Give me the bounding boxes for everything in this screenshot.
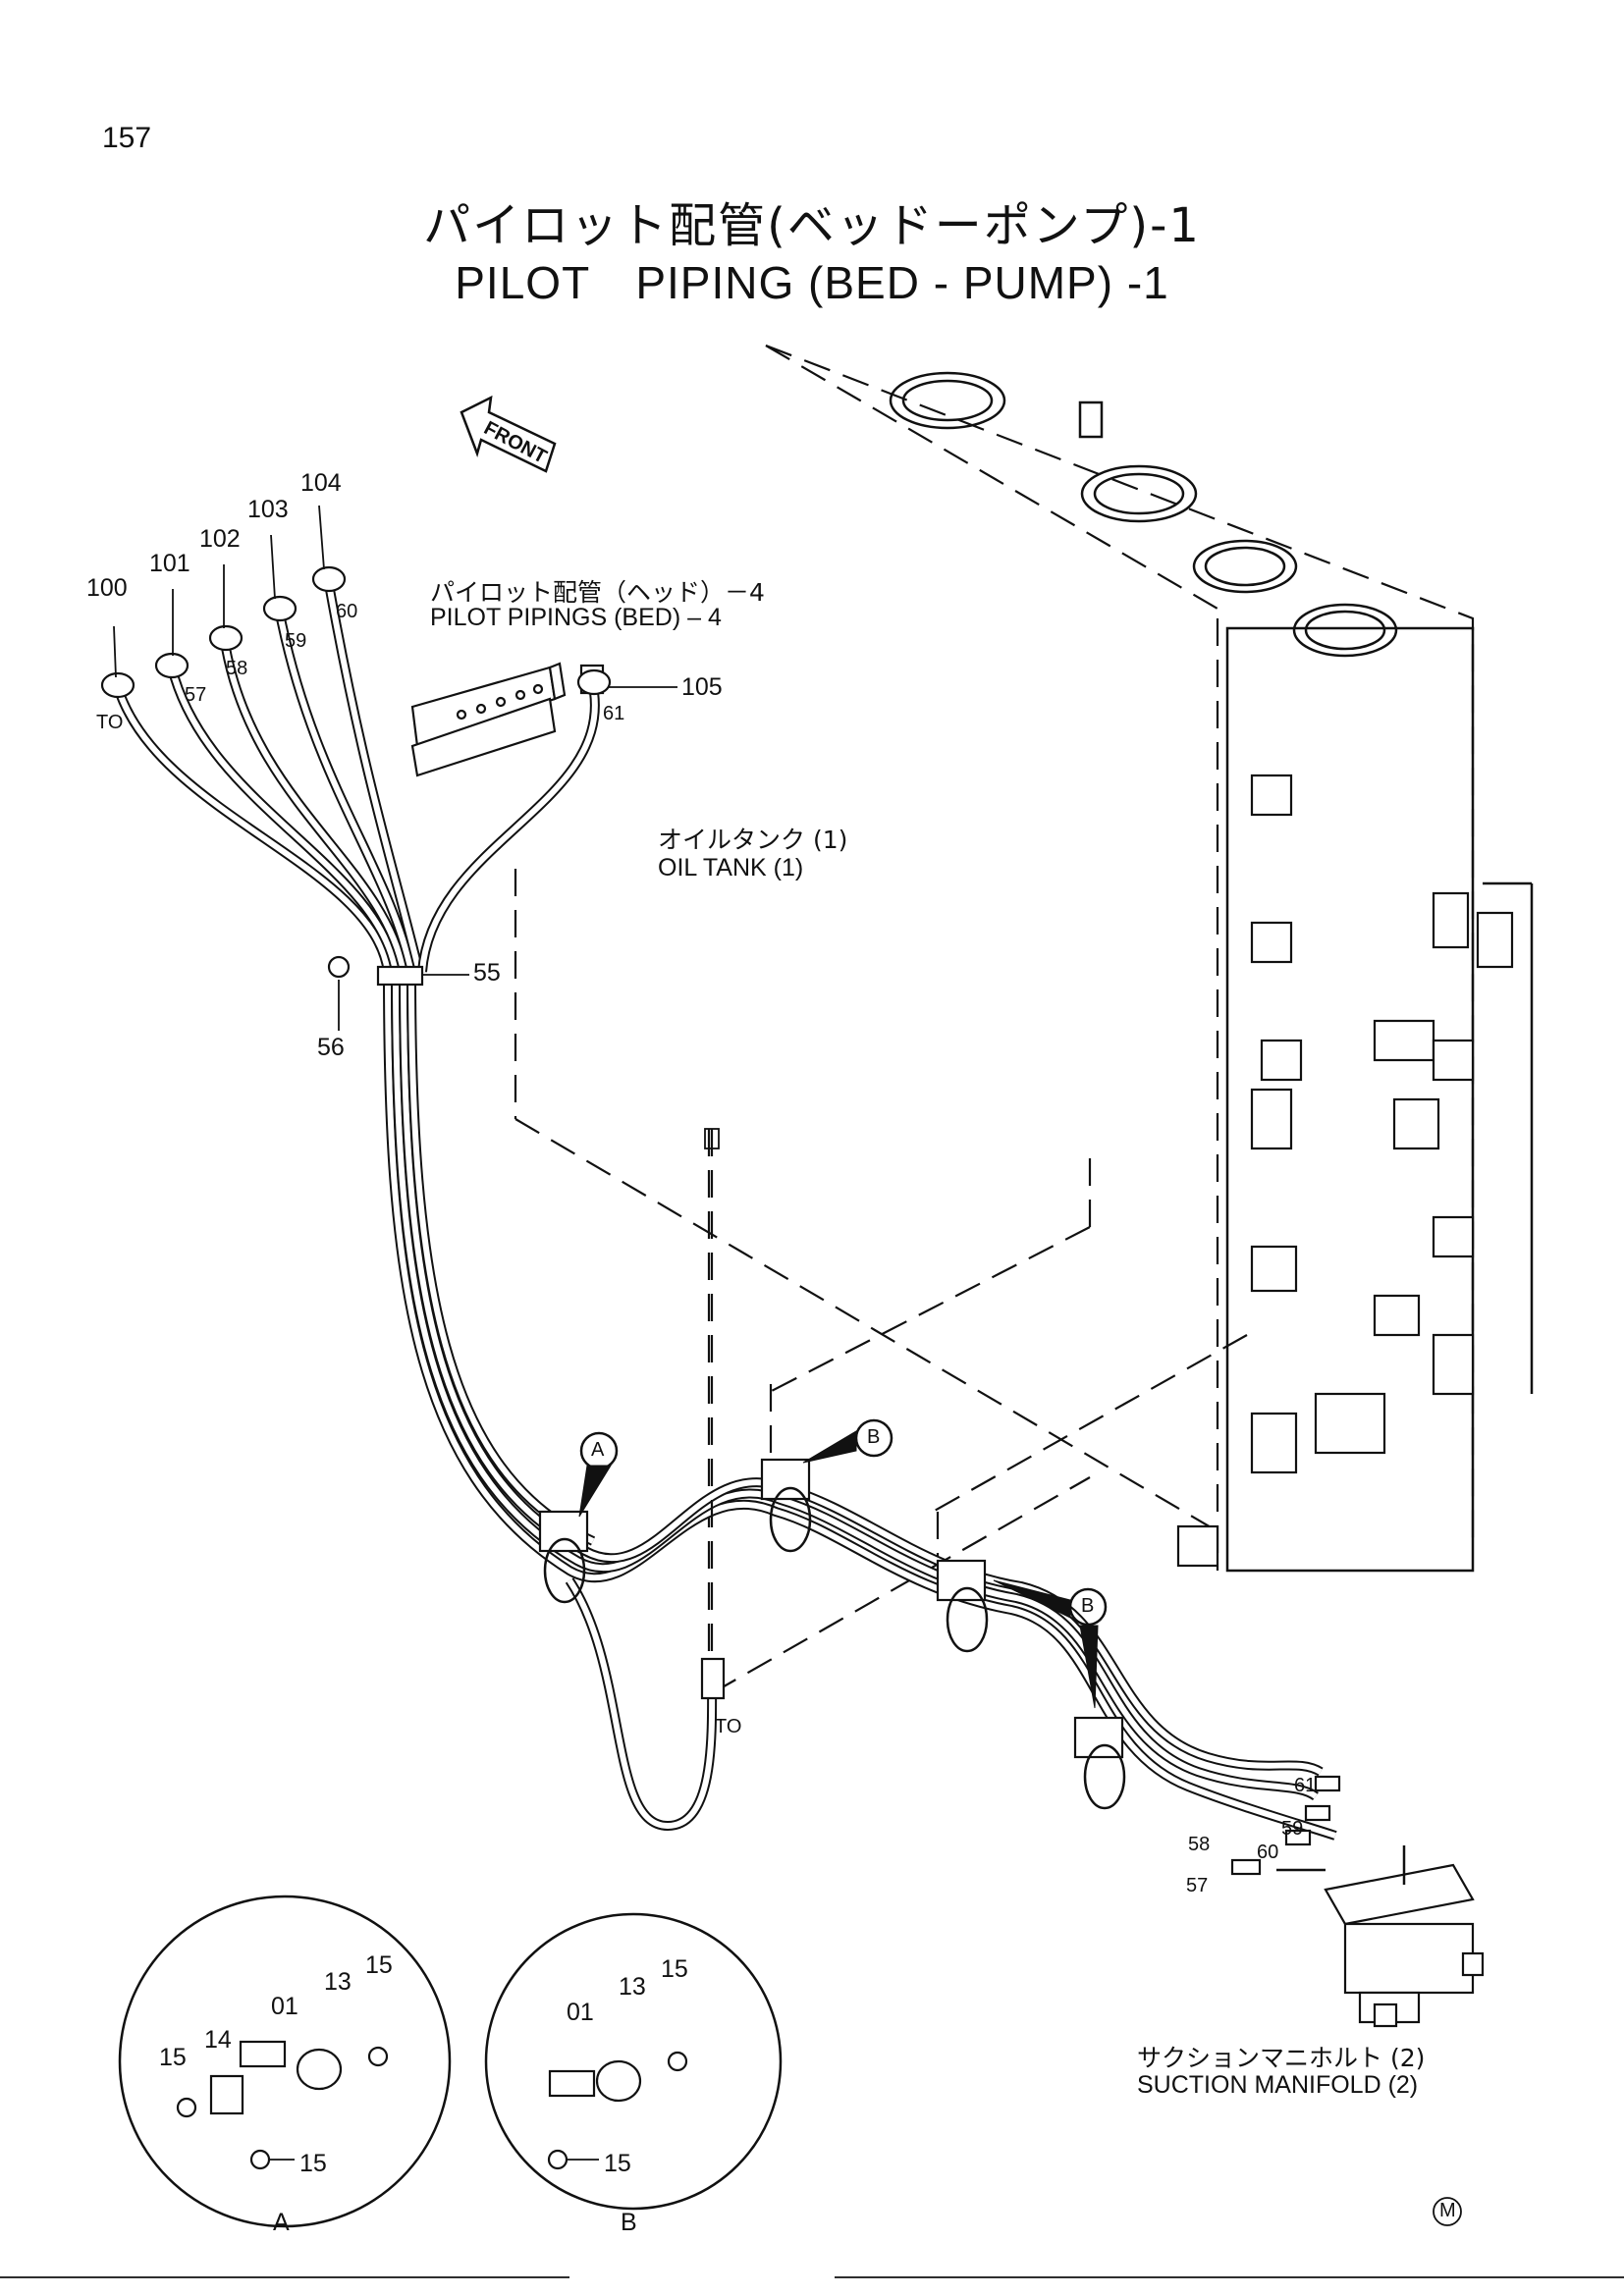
- pilot-hoses: [100, 565, 1337, 1841]
- to-label-top: TO: [96, 712, 124, 733]
- callout-60-bottom: 60: [1257, 1842, 1279, 1863]
- callout-57-bottom: 57: [1186, 1875, 1209, 1896]
- oil-tank-outline: [707, 1129, 1248, 1708]
- suction-manifold-label-jp: サクションマニホルト (2): [1137, 2044, 1426, 2072]
- callout-58-bottom: 58: [1188, 1834, 1211, 1855]
- callout-58-top: 58: [226, 658, 248, 679]
- detail-circle-a: [118, 1895, 452, 2228]
- page-number: 157: [102, 122, 152, 154]
- callout-61-top: 61: [603, 703, 625, 724]
- detail-b-part-01: 01: [567, 1999, 594, 2026]
- callout-102: 102: [199, 525, 241, 553]
- callout-100: 100: [86, 574, 128, 602]
- detail-a-part-15-top: 15: [365, 1951, 393, 1979]
- detail-circle-b: [484, 1912, 783, 2211]
- marker-b-lower: B: [1081, 1595, 1095, 1617]
- footer-rule: [0, 2197, 1624, 2278]
- page-title-jp: パイロット配管(ベッドーポンプ)-1: [423, 198, 1201, 253]
- callout-55: 55: [473, 959, 501, 987]
- pump-body-outline: [514, 344, 1534, 1573]
- callout-61-bottom: 61: [1294, 1775, 1317, 1796]
- to-label-center: TO: [715, 1716, 742, 1737]
- front-arrow: [460, 395, 557, 473]
- marker-b-upper: B: [867, 1426, 881, 1448]
- detail-a-part-15-left: 15: [159, 2044, 187, 2071]
- callout-57-top: 57: [185, 684, 207, 706]
- callout-103: 103: [247, 496, 289, 523]
- hose-clamps: [538, 1458, 1126, 1810]
- detail-b-part-15-bottom: 15: [604, 2150, 631, 2177]
- detail-a-part-01: 01: [271, 1993, 298, 2020]
- suction-manifold-label-en: SUCTION MANIFOLD (2): [1137, 2071, 1419, 2099]
- footer-mark: M: [1439, 2200, 1456, 2221]
- suction-manifold: [1230, 1775, 1485, 2028]
- callout-105: 105: [681, 673, 723, 701]
- callout-59-bottom: 59: [1281, 1818, 1304, 1840]
- callout-101: 101: [149, 550, 190, 577]
- marker-arrows: [578, 1418, 1108, 1709]
- callout-56: 56: [317, 1034, 345, 1061]
- detail-b-part-13: 13: [619, 1973, 646, 2001]
- oil-tank-label-jp: オイルタンク (1): [658, 826, 848, 854]
- oil-tank-label-en: OIL TANK (1): [658, 854, 804, 881]
- detail-a-part-13: 13: [324, 1968, 352, 1996]
- marker-a: A: [591, 1439, 605, 1461]
- pilot-bed-label-en: PILOT PIPINGS (BED) – 4: [430, 604, 722, 631]
- pilot-bed-label-jp: パイロット配管（ヘッド）－4: [430, 578, 765, 607]
- detail-a-part-14: 14: [204, 2026, 232, 2054]
- leader-lines: [113, 505, 677, 1031]
- detail-b-label: B: [621, 2209, 637, 2236]
- detail-a-part-15-bottom: 15: [299, 2150, 327, 2177]
- center-dash: [704, 1128, 720, 1659]
- callout-59-top: 59: [285, 630, 307, 652]
- page-title-en: PILOT PIPING (BED - PUMP) -1: [455, 257, 1169, 308]
- detail-a-label: A: [273, 2209, 290, 2236]
- callout-104: 104: [300, 469, 342, 497]
- detail-b-part-15-top: 15: [661, 1955, 688, 1983]
- callout-60-top: 60: [336, 601, 358, 622]
